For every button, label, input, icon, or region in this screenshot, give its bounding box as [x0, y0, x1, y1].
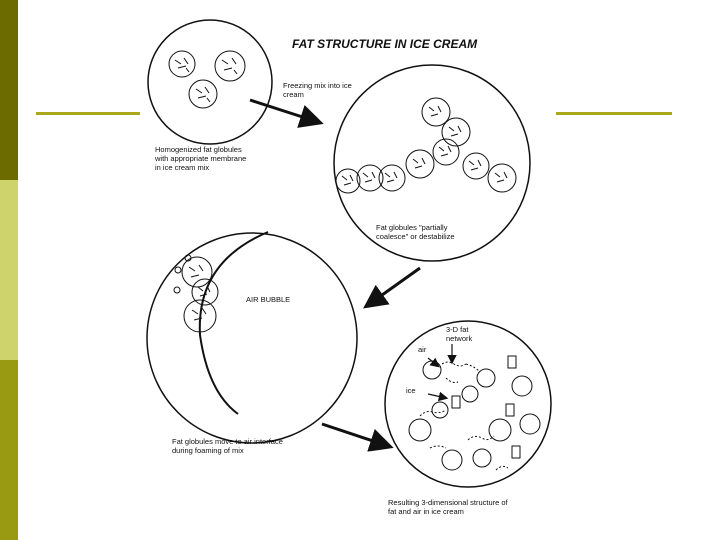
caption-network: 3-D fat network [446, 325, 473, 343]
fat-globule [432, 138, 460, 166]
arrow-stage1-to-stage2 [249, 98, 324, 128]
air-cell [519, 413, 541, 435]
stage1-circle [147, 19, 273, 145]
stage4-circle [384, 320, 552, 488]
accent-bar-top [0, 0, 18, 180]
air-cell [511, 375, 533, 397]
ice-crystal [507, 355, 517, 369]
caption-homogenized: Homogenized fat globules with appropriat… [154, 145, 248, 172]
fat-globule [378, 164, 406, 192]
fat-globule [168, 50, 196, 78]
air-bubble-interface [198, 231, 269, 415]
fat-globule [191, 278, 219, 306]
fat-globule [421, 97, 451, 127]
air-cell [472, 448, 492, 468]
fat-globule [487, 163, 517, 193]
caption-ice: ice [406, 386, 416, 395]
arrow-stage3-to-stage4 [321, 422, 394, 452]
air-cell [476, 368, 496, 388]
ice-crystal [511, 445, 521, 459]
caption-air: air [418, 345, 427, 354]
fat-globule [188, 79, 218, 109]
accent-bar-middle [0, 180, 18, 360]
fat-globule [183, 299, 217, 333]
ice-crystal [451, 395, 461, 409]
air-cell [441, 449, 463, 471]
fat-globule [335, 168, 361, 194]
air-pointer [427, 357, 440, 368]
air-cell [431, 401, 449, 419]
fat-globule [441, 117, 471, 147]
fat-globule [181, 256, 213, 288]
caption-resulting: Resulting 3-dimensional structure of fat… [388, 498, 510, 516]
accent-bar-bottom [0, 360, 18, 540]
caption-air-bubble: AIR BUBBLE [246, 295, 290, 304]
caption-freezing: Freezing mix into ice cream [283, 81, 354, 99]
air-cell [422, 360, 442, 380]
fat-globule [462, 152, 490, 180]
fat-globule [214, 50, 246, 82]
caption-coalesce: Fat globules "partially coalesce" or des… [376, 223, 455, 241]
arrow-stage2-to-stage3 [363, 266, 421, 309]
ice-pointer [427, 391, 449, 402]
stage3-circle [146, 231, 358, 444]
title-rule-right [556, 112, 672, 115]
stage2-circle [333, 64, 531, 262]
caption-interface: Fat globules move to air interface durin… [172, 437, 285, 455]
diagram-title: FAT STRUCTURE IN ICE CREAM [292, 37, 478, 51]
air-cell [408, 418, 432, 442]
title-rule-left [36, 112, 140, 115]
fat-globule [356, 164, 384, 192]
fat-globule [405, 149, 435, 179]
air-cell [488, 418, 512, 442]
air-cell [461, 385, 479, 403]
ice-crystal [505, 403, 515, 417]
